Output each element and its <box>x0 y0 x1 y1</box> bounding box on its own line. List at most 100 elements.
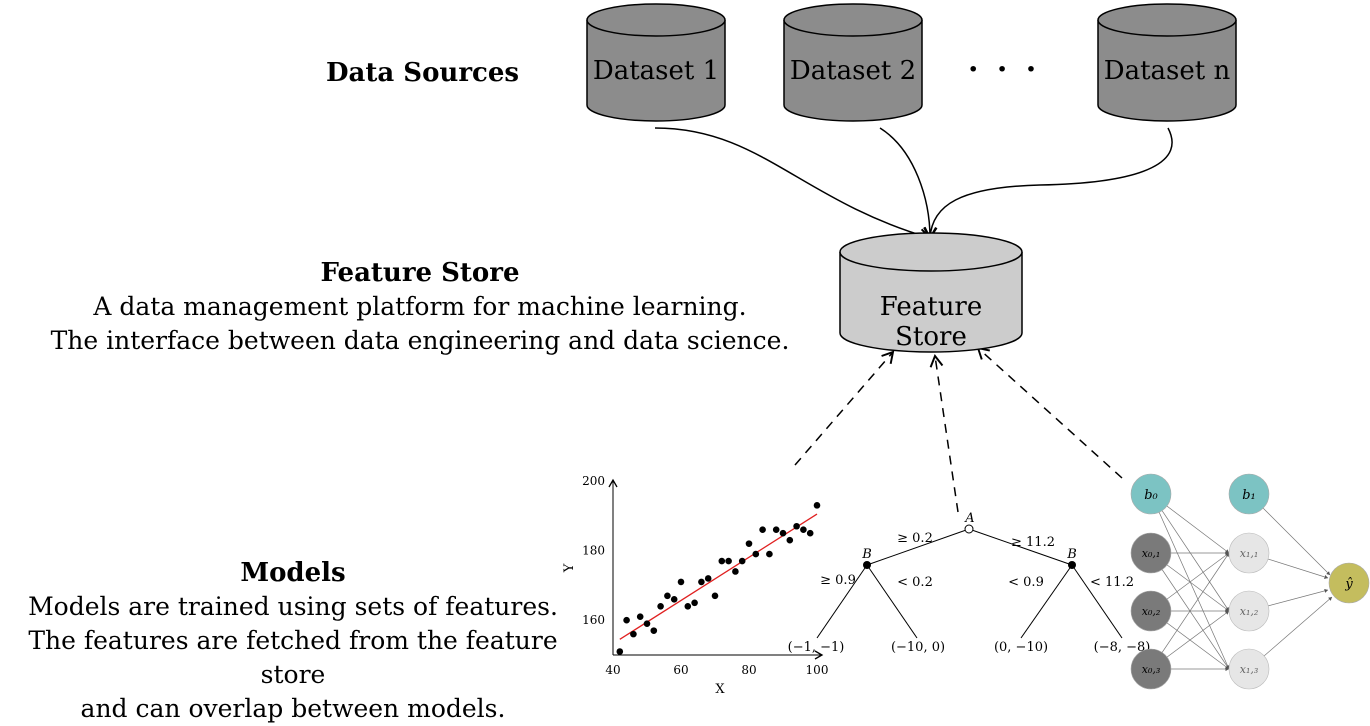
arrow-datasetn-to-store <box>923 127 1173 240</box>
scatter-point <box>752 550 760 558</box>
y-tick-label: 200 <box>582 474 605 488</box>
datasets-ellipsis: · · · <box>968 52 1041 87</box>
scatter-point <box>745 540 753 547</box>
neural-network <box>1150 493 1333 672</box>
nn-input-node-1 <box>1130 532 1172 574</box>
scatter-point <box>616 648 624 655</box>
feature-store-label: Feature Store <box>879 292 983 352</box>
nn-input-node-2 <box>1130 590 1172 632</box>
scatter-point <box>698 578 705 586</box>
data-sources-heading: Data Sources <box>326 58 520 88</box>
scatter-point <box>684 602 692 610</box>
scatter-point <box>643 620 651 627</box>
arrow-dataset2-to-store <box>879 127 937 240</box>
dataset-2-label: Dataset 2 <box>789 56 917 86</box>
nn-input-label-1: x₀,₁ <box>1142 547 1161 560</box>
tree-root-node <box>964 524 974 534</box>
scatter-point <box>630 630 637 638</box>
scatter-point <box>623 616 630 624</box>
tree-edge-root-left: ≥ 0.2 <box>897 531 933 546</box>
scatter-point <box>766 550 773 558</box>
scatter-point <box>800 526 807 534</box>
dataset-2: Dataset 2 <box>784 56 922 86</box>
nn-output-node <box>1328 562 1370 604</box>
tree-root-label: A <box>964 511 974 526</box>
x-tick-label: 80 <box>741 663 756 677</box>
models-description: Models Models are trained using sets of … <box>0 556 586 726</box>
scatter-point <box>677 578 685 586</box>
tree-leaf-2: (−10, 0) <box>891 640 945 655</box>
arrow-network-to-store <box>976 346 1123 479</box>
scatter-point <box>813 502 821 509</box>
tree-edge-ll: ≥ 0.9 <box>820 573 856 588</box>
arrow-tree-to-store <box>929 354 959 513</box>
x-tick-label: 100 <box>806 663 829 677</box>
scatter-point <box>691 599 698 607</box>
dataset-1-cylinder <box>586 3 726 122</box>
dataset-n-label: Dataset n <box>1103 56 1231 86</box>
tree-leaf-4: (−8, −8) <box>1094 640 1151 655</box>
tree-edge-rl: < 0.9 <box>1008 575 1044 590</box>
scatter-point <box>732 568 739 575</box>
arrow-regression-to-store <box>794 350 895 466</box>
regression-chart: 40 60 80 100 160 180 200 X Y <box>562 474 828 697</box>
x-tick-label: 40 <box>605 663 620 677</box>
scatter-point <box>806 529 814 537</box>
scatter-point <box>759 526 766 534</box>
nn-hidden-label-3: x₁,₃ <box>1240 663 1259 676</box>
scatter-point <box>738 557 746 565</box>
scatter-point <box>650 627 658 634</box>
tree-right-node <box>1068 561 1076 569</box>
tree-right-label: B <box>1066 547 1077 562</box>
tree-edge-rr: < 11.2 <box>1090 575 1134 590</box>
x-tick-label: 60 <box>673 663 688 677</box>
tree-edge-root-right: ≥ 11.2 <box>1011 535 1055 550</box>
scatter-point <box>704 575 712 582</box>
feature-store: Feature Store <box>840 292 1022 352</box>
feature-store-description: Feature Store A data management platform… <box>40 256 800 358</box>
dataset-1: Dataset 1 <box>587 56 725 86</box>
y-axis-label: Y <box>562 563 577 573</box>
models-desc-line2: The features are fetched from the featur… <box>28 626 558 689</box>
tree-edge-lr: < 0.2 <box>897 575 933 590</box>
models-desc-line1: Models are trained using sets of feature… <box>28 592 558 621</box>
scatter-point <box>779 529 787 537</box>
nn-bias-input-label: b₀ <box>1144 488 1158 503</box>
scatter-point <box>725 557 732 565</box>
tree-leaf-1: (−1, −1) <box>788 640 845 655</box>
feature-store-desc-line2: The interface between data engineering a… <box>50 326 790 355</box>
tree-leaf-3: (0, −10) <box>994 640 1048 655</box>
regression-fit-line <box>619 513 818 640</box>
y-tick-label: 180 <box>582 544 605 558</box>
models-desc-line3: and can overlap between models. <box>80 694 506 723</box>
nn-hidden-node-1 <box>1228 532 1270 574</box>
nn-output-label: ŷ <box>1344 577 1353 592</box>
scatter-point <box>786 536 794 544</box>
dataset-1-label: Dataset 1 <box>592 56 720 86</box>
nn-hidden-node-3 <box>1228 648 1270 690</box>
scatter-point <box>664 592 671 600</box>
scatter-point <box>636 613 644 621</box>
nn-bias-hidden-node <box>1228 473 1270 515</box>
nn-input-label-2: x₀,₂ <box>1142 605 1161 618</box>
x-axis-label: X <box>715 682 725 697</box>
nn-bias-input-node <box>1130 473 1172 515</box>
tree-left-label: B <box>861 547 872 562</box>
nn-input-label-3: x₀,₃ <box>1142 663 1161 676</box>
scatter-point <box>718 557 726 565</box>
y-tick-label: 160 <box>582 613 605 627</box>
dataset-n-cylinder <box>1097 3 1237 122</box>
feature-store-cylinder <box>839 232 1023 353</box>
nn-hidden-label-1: x₁,₁ <box>1240 547 1259 560</box>
dataset-2-cylinder <box>783 3 923 122</box>
scatter-point <box>657 602 664 610</box>
dataset-n: Dataset n <box>1098 56 1236 86</box>
nn-input-node-3 <box>1130 648 1172 690</box>
scatter-point <box>711 592 719 600</box>
feature-store-heading: Feature Store <box>320 258 520 288</box>
scatter-point <box>670 596 678 603</box>
scatter-point <box>772 526 780 534</box>
nn-hidden-label-2: x₁,₂ <box>1240 605 1259 618</box>
nn-nodes: b₀ b₁ x₀,₁ x₀,₂ x₀,₃ x₁,₁ x₁,₂ x₁,₃ ŷ <box>1130 473 1370 690</box>
nn-bias-hidden-label: b₁ <box>1242 488 1256 503</box>
